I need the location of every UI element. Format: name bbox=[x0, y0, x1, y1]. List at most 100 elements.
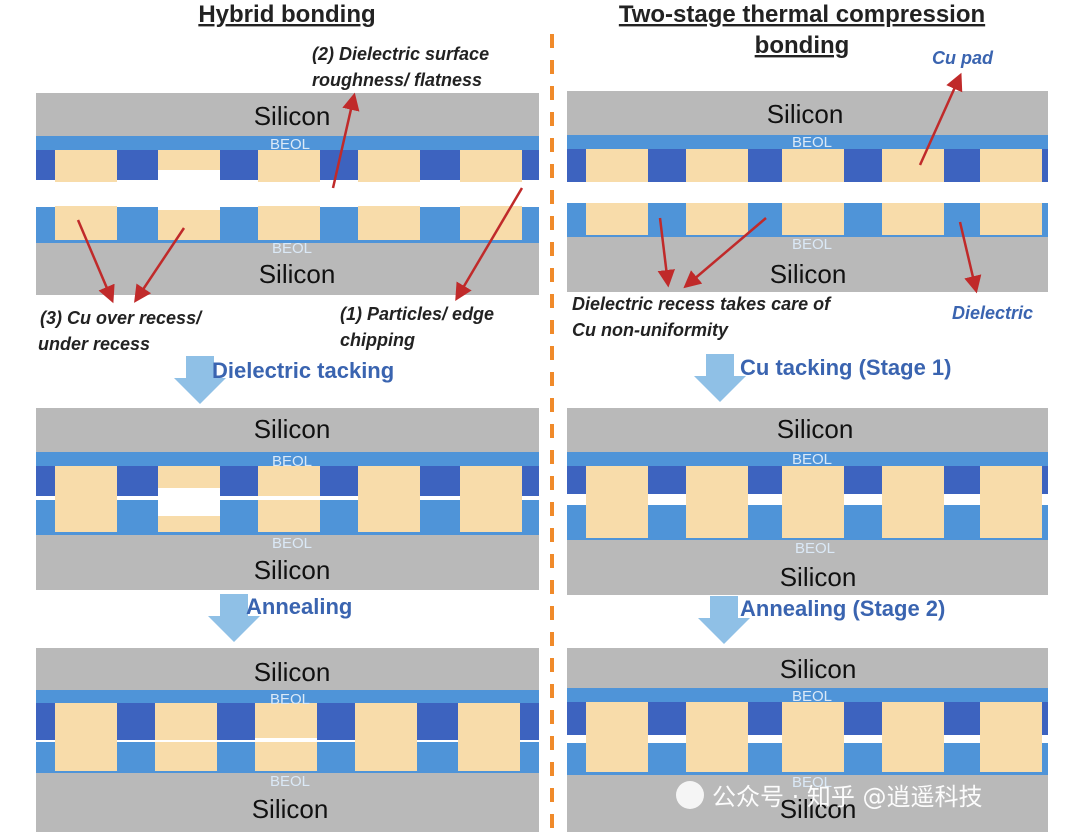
silicon-label: Silicon bbox=[254, 414, 331, 444]
watermark: 公众号 · 知乎 @逍遥科技 bbox=[676, 781, 983, 811]
silicon-label: Silicon bbox=[252, 794, 329, 824]
beol-layer bbox=[567, 688, 1048, 702]
cu-pad bbox=[355, 703, 417, 771]
cu-pad bbox=[55, 703, 117, 771]
silicon-layer bbox=[36, 648, 539, 690]
silicon-layer bbox=[567, 408, 1048, 452]
cu-pad bbox=[980, 702, 1042, 772]
cu-pad bbox=[586, 466, 648, 538]
beol-label: BEOL bbox=[795, 540, 835, 557]
step-cu-tacking: Cu tacking (Stage 1) bbox=[740, 355, 951, 380]
silicon-label: Silicon bbox=[259, 259, 336, 289]
left-stack-initial bbox=[36, 93, 539, 295]
cu-pad bbox=[55, 466, 117, 532]
beol-layer bbox=[567, 452, 1048, 466]
beol-label: BEOL bbox=[270, 136, 310, 153]
annotation-dielectric: Dielectric bbox=[952, 303, 1033, 323]
annotation-arrow bbox=[331, 92, 360, 189]
silicon-label: Silicon bbox=[767, 99, 844, 129]
annotation-dielectric-roughness: roughness/ flatness bbox=[312, 70, 482, 90]
annotation-arrow bbox=[134, 227, 186, 303]
interface-seam bbox=[155, 740, 217, 742]
silicon-layer bbox=[567, 91, 1048, 135]
beol-label: BEOL bbox=[792, 134, 832, 151]
annotation-dielectric-roughness: (2) Dielectric surface bbox=[312, 44, 489, 64]
annotation-arrow bbox=[958, 221, 982, 294]
right-title-line1: Two-stage thermal compression bbox=[619, 1, 985, 28]
annotation-particles: (1) Particles/ edge bbox=[340, 304, 494, 324]
cu-pad bbox=[460, 466, 522, 532]
right-title-line2: bonding bbox=[755, 32, 850, 59]
cu-pad bbox=[155, 703, 217, 771]
silicon-layer bbox=[567, 775, 1048, 832]
annotation-arrow bbox=[918, 72, 963, 166]
cu-pad bbox=[686, 466, 748, 538]
annotation-cu-pad: Cu pad bbox=[932, 48, 994, 68]
down-arrow-icon bbox=[174, 356, 226, 404]
left-title: Hybrid bonding bbox=[198, 1, 375, 28]
watermark-text: 公众号 · 知乎 @逍遥科技 bbox=[712, 783, 983, 811]
cu-pad bbox=[358, 466, 420, 532]
silicon-layer bbox=[567, 540, 1048, 595]
annotation-arrow bbox=[683, 217, 767, 289]
silicon-label: Silicon bbox=[780, 654, 857, 684]
silicon-layer bbox=[36, 773, 539, 832]
silicon-label: Silicon bbox=[780, 562, 857, 592]
beol-label: BEOL bbox=[272, 453, 312, 470]
silicon-layer bbox=[36, 535, 539, 590]
cu-pad bbox=[782, 702, 844, 772]
interface-seam bbox=[255, 738, 317, 742]
wechat-icon bbox=[676, 781, 704, 809]
interface-seam bbox=[258, 496, 320, 500]
annotation-arrow bbox=[455, 187, 524, 302]
cu-pad bbox=[686, 702, 748, 772]
annotation-cu-recess: under recess bbox=[38, 334, 150, 354]
cu-pad bbox=[980, 466, 1042, 538]
annotation-dielectric-recess: Dielectric recess takes care of bbox=[572, 294, 832, 314]
cu-pad bbox=[882, 466, 944, 538]
beol-label: BEOL bbox=[272, 240, 312, 257]
silicon-label: Silicon bbox=[780, 794, 857, 824]
silicon-layer bbox=[36, 408, 539, 452]
cu-pad bbox=[882, 702, 944, 772]
right-stack-after-annealing bbox=[567, 648, 1048, 832]
right-stack-initial bbox=[567, 91, 1048, 292]
silicon-label: Silicon bbox=[777, 414, 854, 444]
annotation-dielectric-recess: Cu non-uniformity bbox=[572, 320, 729, 340]
beol-label: BEOL bbox=[270, 773, 310, 790]
silicon-layer bbox=[36, 93, 539, 136]
silicon-label: Silicon bbox=[254, 101, 331, 131]
left-stack-after-tacking bbox=[36, 408, 539, 590]
silicon-label: Silicon bbox=[770, 259, 847, 289]
step-annealing-stage2: Annealing (Stage 2) bbox=[740, 596, 945, 621]
beol-label: BEOL bbox=[272, 535, 312, 552]
left-stack-after-annealing bbox=[36, 648, 539, 832]
beol-layer bbox=[36, 690, 539, 703]
cu-pad bbox=[586, 702, 648, 772]
annotation-arrow bbox=[76, 219, 115, 304]
beol-layer bbox=[36, 136, 539, 150]
cu-pad bbox=[255, 703, 317, 771]
beol-label: BEOL bbox=[270, 691, 310, 708]
silicon-layer bbox=[567, 648, 1048, 688]
step-annealing: Annealing bbox=[246, 594, 352, 619]
cu-pad bbox=[458, 703, 520, 771]
beol-label: BEOL bbox=[792, 236, 832, 253]
annotation-arrow bbox=[657, 217, 676, 288]
beol-label: BEOL bbox=[792, 451, 832, 468]
cu-pad bbox=[782, 466, 844, 538]
silicon-label: Silicon bbox=[254, 657, 331, 687]
silicon-layer bbox=[36, 243, 539, 295]
annotation-particles: chipping bbox=[340, 330, 415, 350]
down-arrow-icon bbox=[694, 354, 746, 402]
annotation-cu-recess: (3) Cu over recess/ bbox=[40, 308, 203, 328]
beol-layer bbox=[36, 452, 539, 466]
step-dielectric-tacking: Dielectric tacking bbox=[212, 358, 394, 383]
beol-label: BEOL bbox=[792, 688, 832, 705]
interface-seam bbox=[567, 182, 1048, 203]
interface-seam bbox=[36, 182, 539, 206]
interface-seam bbox=[158, 488, 220, 516]
beol-label: BEOL bbox=[792, 774, 832, 791]
silicon-label: Silicon bbox=[254, 555, 331, 585]
